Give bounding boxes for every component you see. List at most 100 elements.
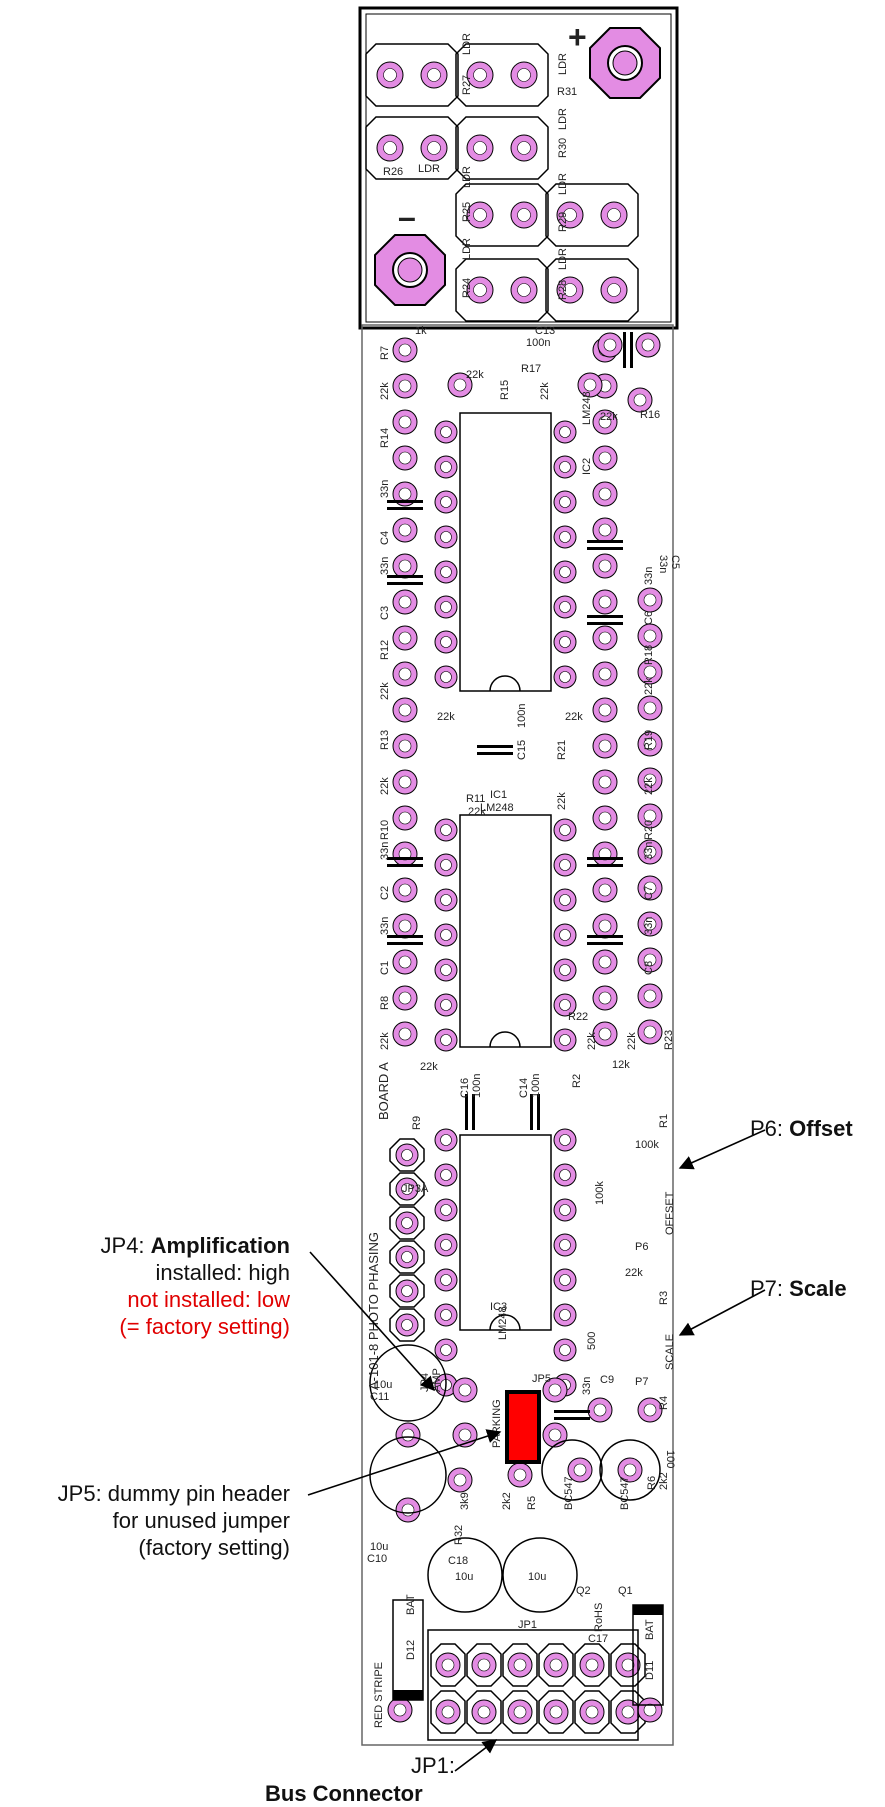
annotation-jp5-line1: JP5: dummy pin header (57, 1481, 290, 1506)
d11-band (633, 1605, 663, 1615)
ic2-notch (489, 675, 521, 692)
pad-hole (458, 1428, 472, 1442)
pad-hole (398, 919, 412, 933)
label-d11: D11 (644, 1661, 656, 1680)
annotation-p6: P6: Offset (750, 1115, 853, 1142)
pad-hole (607, 283, 621, 297)
pad-hole (398, 379, 412, 393)
pad-hole (559, 601, 571, 613)
label-500: 500 (586, 1332, 598, 1350)
cap-plate (537, 1094, 540, 1130)
pad-hole (559, 566, 571, 578)
annotation-jp5-line2: for unused jumper (112, 1508, 290, 1533)
label-100k: 100k (594, 1181, 606, 1205)
pad-hole (643, 881, 657, 895)
pad-hole (440, 671, 452, 683)
ldr-ref: R27 (461, 75, 473, 95)
label-10u: 10u (374, 1379, 392, 1391)
plus-sign: + (568, 19, 587, 55)
label-33n: 33n (643, 842, 655, 860)
pad-hole (473, 283, 487, 297)
label-r22: R22 (568, 1011, 588, 1023)
pad-hole (598, 739, 612, 753)
label-r9: R9 (411, 1116, 423, 1130)
pad-hole (598, 955, 612, 969)
pad-hole (383, 68, 397, 82)
label-3k9: 3k9 (459, 1492, 471, 1510)
pad-hole (517, 141, 531, 155)
ldr-ref: R28 (557, 280, 569, 300)
label-10u: 10u (370, 1541, 388, 1553)
pad-hole (440, 636, 452, 648)
component-labels: 1k R7 C13 100n R17 R15 22k 22k R14 22k L… (366, 325, 681, 1728)
pad-hole (440, 999, 452, 1011)
pad-outline (538, 1690, 574, 1734)
label-22k: 22k (626, 1032, 638, 1050)
label-r6: R6 (646, 1476, 658, 1490)
label-22k: 22k (565, 711, 583, 723)
ldr-ref: R29 (557, 212, 569, 232)
pad-hole (603, 338, 617, 352)
ldr-label: LDR (461, 33, 473, 55)
label-10u: 10u (528, 1571, 546, 1583)
ldr-label: LDR (461, 238, 473, 260)
pad-outline (365, 43, 459, 107)
pad-hole (643, 845, 657, 859)
pad-hole (643, 1403, 657, 1417)
pad-hole (593, 1403, 607, 1417)
label-d12: D12 (405, 1640, 417, 1660)
pad-outline (389, 1172, 425, 1206)
label-22k: 22k (643, 777, 655, 795)
pad-hole (441, 1705, 455, 1719)
ic3-body (459, 1134, 552, 1331)
pad-hole (607, 208, 621, 222)
pad-hole (548, 1383, 562, 1397)
label-33n: 33n (379, 917, 391, 935)
pad-hole (398, 991, 412, 1005)
annotation-jp1: JP1: (375, 1752, 455, 1779)
minus-terminal (374, 234, 446, 306)
pad-hole (440, 426, 452, 438)
cap-plate (587, 540, 623, 543)
pad-hole (585, 1705, 599, 1719)
pad-hole (513, 1658, 527, 1672)
pad-hole (513, 1468, 527, 1482)
pad-hole (427, 141, 441, 155)
pad-hole (549, 1658, 563, 1672)
label-r20: R20 (643, 820, 655, 840)
main-board-outline (361, 324, 674, 1746)
pad-hole (398, 703, 412, 717)
pad-hole (473, 68, 487, 82)
label-2k2: 2k2 (658, 1472, 670, 1490)
pad-hole (598, 919, 612, 933)
pad-hole (401, 1428, 415, 1442)
electrolytic-capacitors (369, 1344, 661, 1613)
label-r2: R2 (571, 1074, 583, 1088)
pad-hole (440, 461, 452, 473)
label-c14: C14 (518, 1078, 530, 1098)
label-ic3-type: LM248 (497, 1306, 509, 1340)
pad-hole (440, 1309, 452, 1321)
annotation-p7-prefix: P7: (750, 1276, 790, 1301)
label-q1: Q1 (618, 1585, 633, 1597)
cap-plate (472, 1094, 475, 1130)
annotation-jp1-name: Bus Connector (265, 1780, 423, 1807)
pad-hole (398, 487, 412, 501)
label-p7: P7 (635, 1376, 648, 1388)
annotation-jp4-not-installed: not installed: low (127, 1287, 290, 1312)
label-lm248: LM248 (581, 391, 593, 425)
pad-hole (598, 1027, 612, 1041)
label-p6: P6 (635, 1241, 648, 1253)
pad-outline (545, 183, 639, 247)
pad-outline (545, 258, 639, 322)
pad-hole (598, 451, 612, 465)
pad-outline (455, 258, 549, 322)
pad-hole (643, 665, 657, 679)
pad-hole (440, 601, 452, 613)
pad-hole (398, 811, 412, 825)
label-r11: R11 (466, 793, 485, 805)
pad-hole (393, 1703, 407, 1717)
label-board-a: BOARD A (376, 1062, 391, 1120)
label-100k: 100k (635, 1139, 659, 1151)
pad-hole (559, 1034, 571, 1046)
